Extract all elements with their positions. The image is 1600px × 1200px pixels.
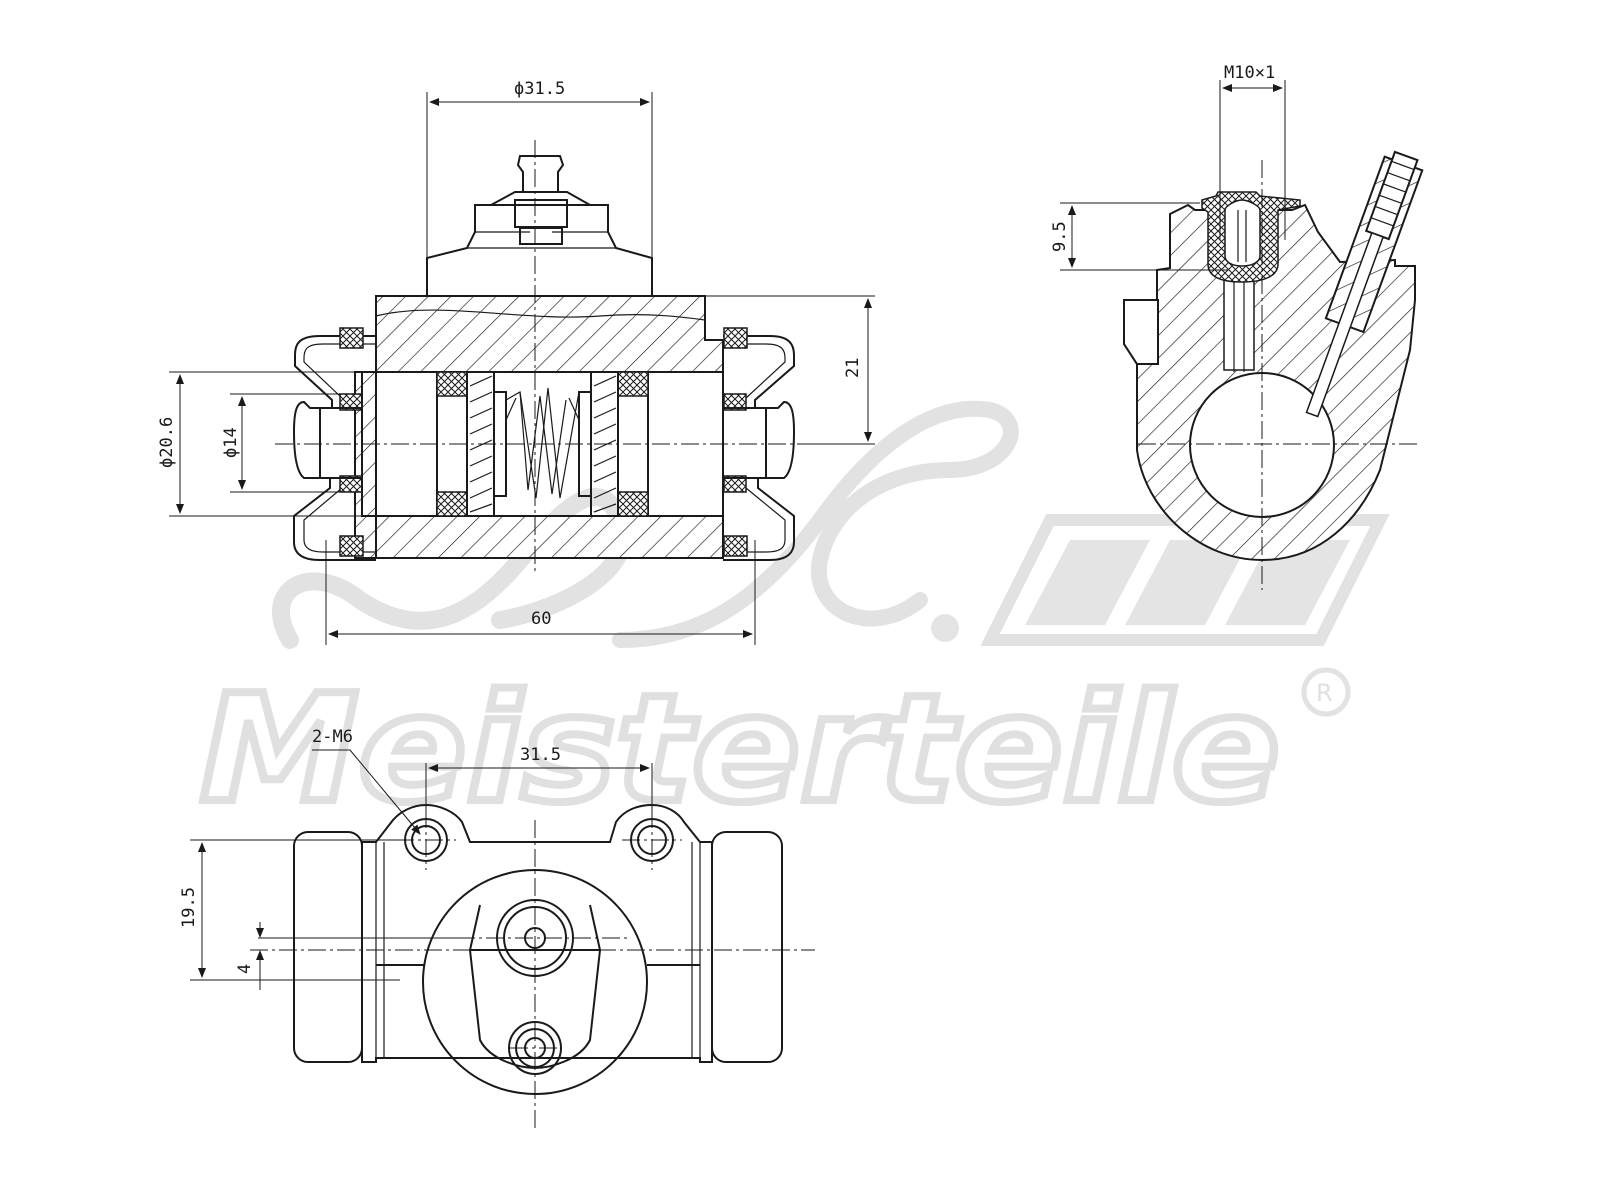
right-cup-lower	[617, 491, 649, 517]
registered-mark-circle	[1301, 667, 1351, 717]
dim-bleeder-bore-label: ϕ31.5	[514, 79, 565, 99]
dim-center-offset: 4	[235, 922, 460, 990]
side-bleeder-nipple	[1305, 150, 1424, 418]
registered-mark-letter: R	[1316, 679, 1333, 707]
bottom-left-boot	[293, 831, 363, 1063]
right-cup-upper	[617, 371, 649, 397]
bleeder-screw	[426, 155, 653, 298]
watermark-brand-text: Meisterteile	[200, 663, 1280, 835]
bottom-plan-view: 2-M6 31.5 19.5 4	[179, 727, 815, 1132]
side-section-view: M10×1 9.5	[1050, 63, 1424, 590]
left-seal-upper	[339, 327, 364, 349]
dim-thread: M10×1	[1219, 63, 1286, 240]
dim-side-height: 9.5	[1050, 202, 1228, 271]
dim-inner-diameter: ϕ14	[221, 393, 340, 493]
dim-overall-length: 60	[325, 540, 756, 645]
cylinder-body-upper	[375, 295, 724, 373]
dim-inner-diameter-label: ϕ14	[221, 427, 241, 458]
dim-outer-diameter: ϕ20.6	[157, 371, 362, 517]
bottom-body-outline	[361, 803, 713, 1063]
right-seal-upper	[723, 327, 748, 349]
watermark: Meisterteile R	[196, 400, 1390, 839]
bottom-right-boot	[711, 831, 783, 1063]
cylinder-body-lower	[375, 515, 724, 559]
dim-outer-diameter-label: ϕ20.6	[157, 417, 177, 468]
dim-offset-height: 19.5	[179, 839, 400, 981]
right-seal-lower	[723, 535, 748, 557]
dim-thread-label: M10×1	[1224, 63, 1275, 83]
front-section-view: ϕ31.5 21 ϕ20.6 ϕ14 60	[157, 79, 875, 645]
dim-mount-holes-label: 2-M6	[312, 727, 353, 747]
left-dust-boot	[292, 327, 438, 561]
dim-overall-length-label: 60	[531, 609, 551, 629]
dim-bleeder-bore: ϕ31.5	[426, 79, 653, 258]
watermark-script-logo	[271, 400, 1390, 649]
dim-center-offset-label: 4	[235, 964, 255, 974]
dim-hole-spacing: 31.5	[425, 745, 653, 820]
left-seal-lower	[339, 535, 364, 557]
dim-offset-height-label: 19.5	[179, 887, 199, 928]
dim-hole-spacing-label: 31.5	[520, 745, 561, 765]
dim-mount-holes: 2-M6	[312, 727, 421, 835]
side-bleeder-cap	[1201, 191, 1301, 283]
dim-bore-height-label: 21	[843, 358, 863, 378]
left-cup-upper	[436, 371, 468, 397]
left-cup-lower	[436, 491, 468, 517]
dim-side-height-label: 9.5	[1050, 221, 1070, 252]
dim-bore-height: 21	[705, 295, 875, 445]
